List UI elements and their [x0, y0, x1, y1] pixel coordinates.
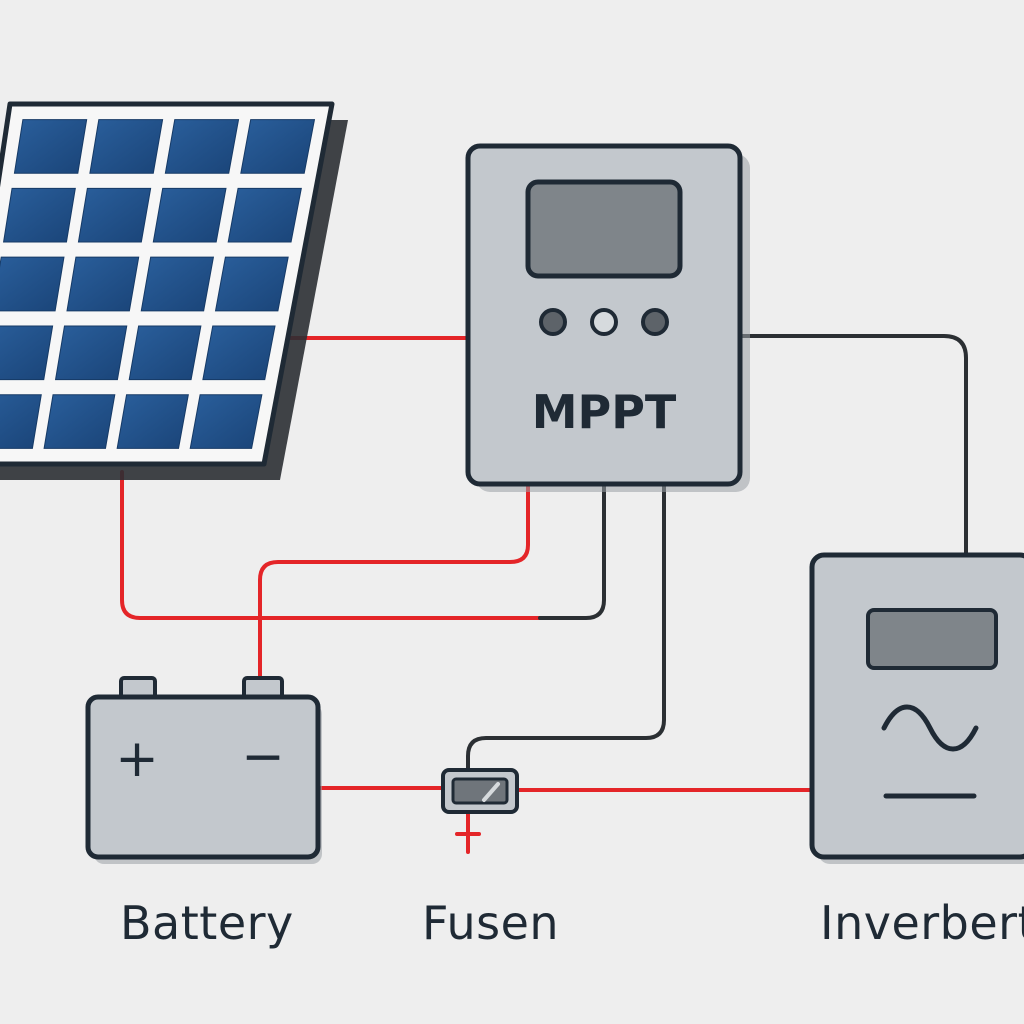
battery-label: Battery — [120, 896, 294, 950]
solar-cell — [0, 256, 65, 312]
solar-cell — [13, 119, 88, 174]
mppt-button-middle — [590, 308, 618, 336]
mppt-button-right — [641, 308, 669, 336]
inverter-label: Inverbert — [820, 896, 1024, 950]
inverter-icon — [809, 552, 1024, 864]
solar-cell — [43, 394, 116, 449]
solar-cell — [202, 325, 276, 381]
panel-cells — [0, 119, 316, 449]
wire-panel-negative-black — [538, 482, 606, 620]
fuse-label: Fusen — [422, 896, 560, 950]
wire-panel-negative — [120, 470, 542, 620]
mppt-display — [525, 179, 683, 279]
battery-icon: + − — [85, 676, 322, 864]
wire-mppt-to-battery — [258, 482, 530, 682]
fuse-icon — [441, 768, 519, 814]
solar-cell — [54, 325, 128, 381]
solar-panel-icon — [0, 101, 348, 480]
mppt-label: MPPT — [532, 385, 677, 439]
wire-mppt-to-inverter — [740, 334, 968, 557]
solar-cell — [214, 256, 289, 312]
wire-mppt-to-fuse — [466, 482, 666, 774]
battery-minus-sign: − — [241, 727, 285, 787]
solar-cell — [128, 325, 202, 381]
inverter-display — [866, 608, 998, 670]
solar-cell — [66, 256, 140, 312]
fuse-stub — [455, 810, 481, 854]
solar-cell — [116, 394, 189, 449]
mppt-button-left — [539, 308, 567, 336]
solar-cell — [140, 256, 215, 312]
battery-plus-sign: + — [115, 729, 159, 789]
solar-cell — [164, 119, 240, 174]
solar-cell — [89, 119, 164, 174]
solar-cell — [2, 187, 76, 243]
solar-cell — [189, 394, 263, 449]
solar-cell — [77, 187, 152, 243]
wires — [120, 334, 968, 854]
solar-cell — [240, 119, 316, 174]
sine-wave-icon — [881, 704, 979, 752]
solar-cell — [227, 187, 302, 243]
solar-cell — [152, 187, 227, 243]
solar-cell — [0, 394, 42, 449]
mppt-controller: MPPT — [465, 143, 750, 492]
solar-cell — [0, 325, 54, 381]
